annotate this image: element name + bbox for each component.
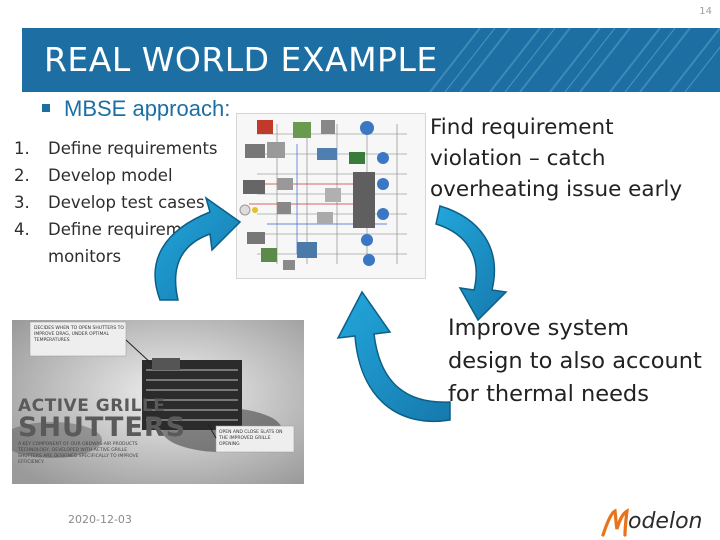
title-bar-decoration	[429, 28, 720, 92]
steps-list: 1. Define requirements 2. Develop model 3.…	[14, 135, 238, 270]
title-bar: REAL WORLD EXAMPLE	[22, 28, 720, 92]
step-item: 4. Define requirement monitors	[14, 216, 238, 270]
slide-title: REAL WORLD EXAMPLE	[44, 40, 438, 79]
approach-bullet: MBSE approach:	[42, 96, 230, 122]
logo-m-icon	[601, 508, 629, 537]
step-text: Define requirements	[48, 139, 218, 158]
active-grille-shutters-photo: Decides when to open shutters to improve…	[12, 320, 304, 484]
modelon-logo: odelon	[601, 505, 713, 539]
arrow-left	[336, 290, 451, 422]
photo-body-text: A key component of our Obdwas-Air produc…	[18, 442, 139, 465]
step-item: 2. Develop model	[14, 162, 238, 189]
step-item: 1. Define requirements	[14, 135, 238, 162]
step-text: Develop test cases	[48, 193, 205, 212]
slide-date: 2020-12-03	[68, 513, 132, 526]
photo-note: Decides when to open shutters to improve…	[34, 326, 124, 343]
logo-text: odelon	[628, 509, 703, 534]
finding-callout: Find requirement violation – catch overh…	[430, 115, 683, 202]
arrow-up-left	[154, 196, 242, 301]
photo-headline-large: SHUTTERS	[18, 412, 187, 443]
photo-note: Open and close slats on the improved gri…	[219, 430, 283, 447]
step-number: 3.	[14, 193, 30, 212]
page-number: 14	[699, 6, 712, 17]
system-model-diagram	[236, 113, 426, 279]
approach-bullet-text: MBSE approach:	[64, 96, 231, 121]
arrow-down-right	[435, 205, 508, 322]
step-text: Develop model	[48, 166, 173, 185]
bullet-square-icon	[42, 104, 50, 112]
step-number: 1.	[14, 139, 30, 158]
step-number: 2.	[14, 166, 30, 185]
step-text: Define requirement monitors	[48, 220, 209, 266]
step-number: 4.	[14, 220, 30, 239]
step-item: 3. Develop test cases	[14, 189, 238, 216]
photo-headline: ACTIVE GRILLE	[18, 396, 166, 416]
